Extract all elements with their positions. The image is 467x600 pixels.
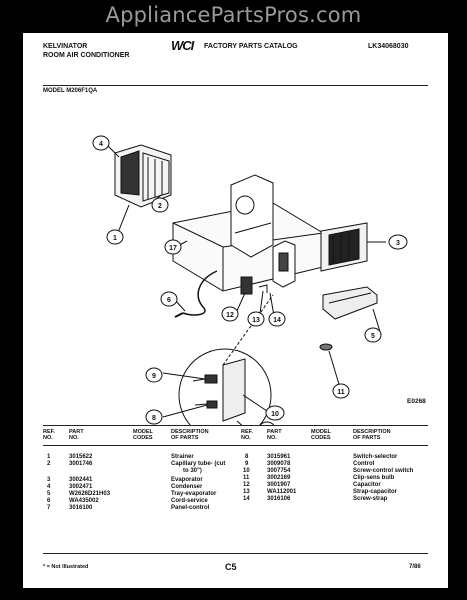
- table-row-part: 3016100: [69, 505, 93, 511]
- table-row-ref: 6: [47, 498, 51, 504]
- table-row-ref: 14: [243, 496, 250, 502]
- product-line: ROOM AIR CONDITIONER: [43, 52, 130, 59]
- table-row-part: WA435002: [69, 498, 99, 504]
- model-label: MODEL M206F1QA: [43, 88, 98, 94]
- callout-9: 9: [152, 373, 156, 380]
- callout-circle: [164, 239, 182, 255]
- callout-circle: [92, 135, 110, 151]
- callout-circle: [268, 311, 286, 327]
- callout-circle: [247, 311, 265, 327]
- callout-13: 13: [252, 317, 260, 324]
- table-row-ref: 4: [47, 484, 51, 490]
- callout-circle: [145, 409, 163, 425]
- table-top-rule: [43, 425, 428, 426]
- parts-catalog-page: KELVINATOR ROOM AIR CONDITIONER WCI FACT…: [23, 33, 448, 588]
- table-row-desc: Evaporator: [171, 477, 203, 483]
- watermark: AppliancePartsPros.com: [105, 3, 362, 27]
- table-row-part: 3002169: [267, 475, 291, 481]
- table-row-desc: Panel-control: [171, 505, 210, 511]
- table-row-desc: Screw-control switch: [353, 468, 414, 474]
- callout-8: 8: [152, 415, 156, 422]
- callout-2: 2: [158, 203, 162, 210]
- table-row-ref: 5: [47, 491, 51, 497]
- callout-4: 4: [99, 141, 103, 148]
- callout-12: 12: [226, 312, 234, 319]
- table-row-part: 3015622: [69, 454, 93, 460]
- table-row-part: 3002441: [69, 477, 93, 483]
- callout-circle: [221, 306, 239, 322]
- callout-circle: [106, 229, 124, 245]
- table-row-part: WA112001: [267, 489, 297, 495]
- callout-circle: [160, 291, 178, 307]
- table-row-desc: to 30"): [183, 468, 202, 474]
- callout-circle: [145, 367, 163, 383]
- catalog-number: LK34068030: [368, 43, 409, 50]
- table-row-part: 3007754: [267, 468, 291, 474]
- revision-date: 7/86: [409, 564, 421, 570]
- table-row-ref: 8: [245, 454, 249, 460]
- table-row-part: 3001746: [69, 461, 93, 467]
- wci-logo: WCI: [171, 38, 194, 53]
- header-underline: [43, 445, 428, 446]
- callout-circle: [364, 327, 382, 343]
- table-row-part: 3016106: [267, 496, 291, 502]
- callout-17: 17: [169, 245, 177, 252]
- callout-14: 14: [273, 317, 281, 324]
- exploded-parts-diagram: 4 2 1 17 6 12 13 14 3 5 11 9 8 10 7 E026…: [92, 135, 426, 425]
- table-row-desc: Tray-evaporator: [171, 491, 217, 497]
- table-row-ref: 11: [243, 475, 250, 481]
- table-row-part: 3002471: [69, 484, 93, 490]
- callout-circle: [388, 234, 408, 250]
- table-row-desc: Cord-service: [171, 498, 208, 504]
- callout-11: 11: [337, 389, 345, 396]
- table-row-ref: 9: [245, 461, 249, 467]
- table-row-ref: 10: [243, 468, 250, 474]
- table-row-ref: 1: [47, 454, 51, 460]
- col-header-ref-2: REF.NO.: [241, 429, 253, 442]
- table-row-desc: Condenser: [171, 484, 203, 490]
- callout-6: 6: [167, 297, 171, 304]
- table-row-ref: 12: [243, 482, 250, 488]
- col-header-ref: REF.NO.: [43, 429, 55, 442]
- diagram-code: E0268: [407, 398, 426, 405]
- table-row-ref: 2: [47, 461, 51, 467]
- table-row-ref: 3: [47, 477, 51, 483]
- footer-note: * = Not Illustrated: [43, 564, 89, 570]
- callout-circle: [332, 383, 350, 399]
- callout-5: 5: [371, 333, 375, 340]
- callout-3: 3: [396, 240, 400, 247]
- callout-1: 1: [113, 235, 117, 242]
- table-row-desc: Switch-selector: [353, 454, 398, 460]
- table-row-desc: Clip-sens bulb: [353, 475, 395, 481]
- table-row-ref: 13: [243, 489, 250, 495]
- table-row-desc: Strap-capacitor: [353, 489, 398, 495]
- table-row-desc: Capacitor: [353, 482, 381, 488]
- callout-circle: [265, 405, 285, 421]
- table-row-part: 3001907: [267, 482, 291, 488]
- callout-circle: [259, 421, 275, 425]
- table-row-part: 3009078: [267, 461, 291, 467]
- table-row-desc: Control: [353, 461, 375, 467]
- brand: KELVINATOR: [43, 43, 88, 50]
- table-row-part: 3015961: [267, 454, 291, 460]
- footer-rule: [43, 553, 428, 554]
- table-row-desc: Strainer: [171, 454, 194, 460]
- callout-circle: [151, 197, 169, 213]
- callout-10: 10: [271, 411, 279, 418]
- header-rule: [43, 85, 428, 86]
- table-row-ref: 7: [47, 505, 51, 511]
- table-row-part: W2626D21H03: [69, 491, 111, 497]
- catalog-title: FACTORY PARTS CATALOG: [204, 43, 298, 50]
- table-row-desc: Screw-strap: [353, 496, 388, 502]
- table-row-desc: Capillary tube- (cut: [171, 461, 226, 467]
- page-number: C5: [225, 562, 237, 572]
